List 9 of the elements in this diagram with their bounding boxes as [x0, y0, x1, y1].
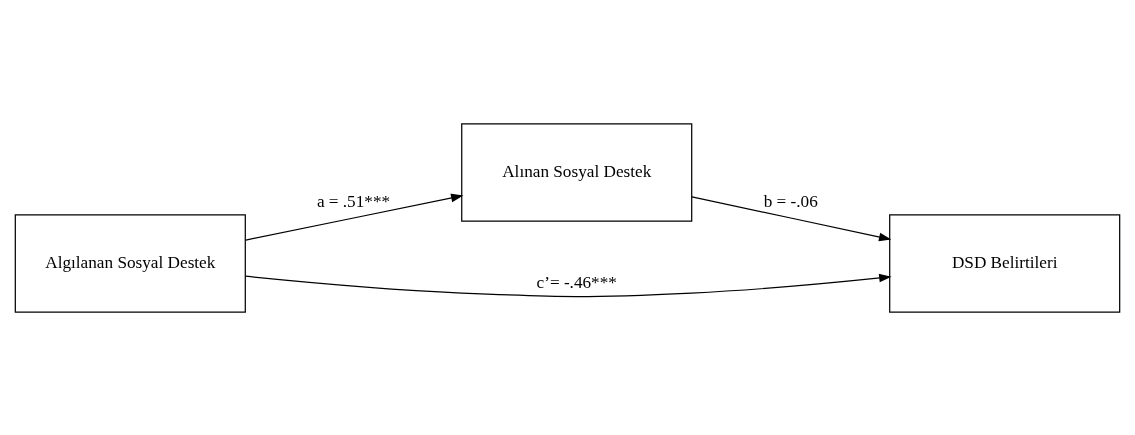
node-box: Alınan Sosyal Destek	[461, 122, 693, 222]
node-box: Algılanan Sosyal Destek	[14, 213, 246, 313]
edge-label: a = .51***	[316, 191, 391, 211]
node-box: DSD Belirtileri	[889, 213, 1121, 313]
arrow	[691, 195, 892, 241]
arrow	[245, 193, 464, 241]
edge-label: b = -.06	[763, 191, 818, 211]
arrow	[245, 273, 892, 297]
edge-label: c’= -.46***	[536, 272, 617, 292]
